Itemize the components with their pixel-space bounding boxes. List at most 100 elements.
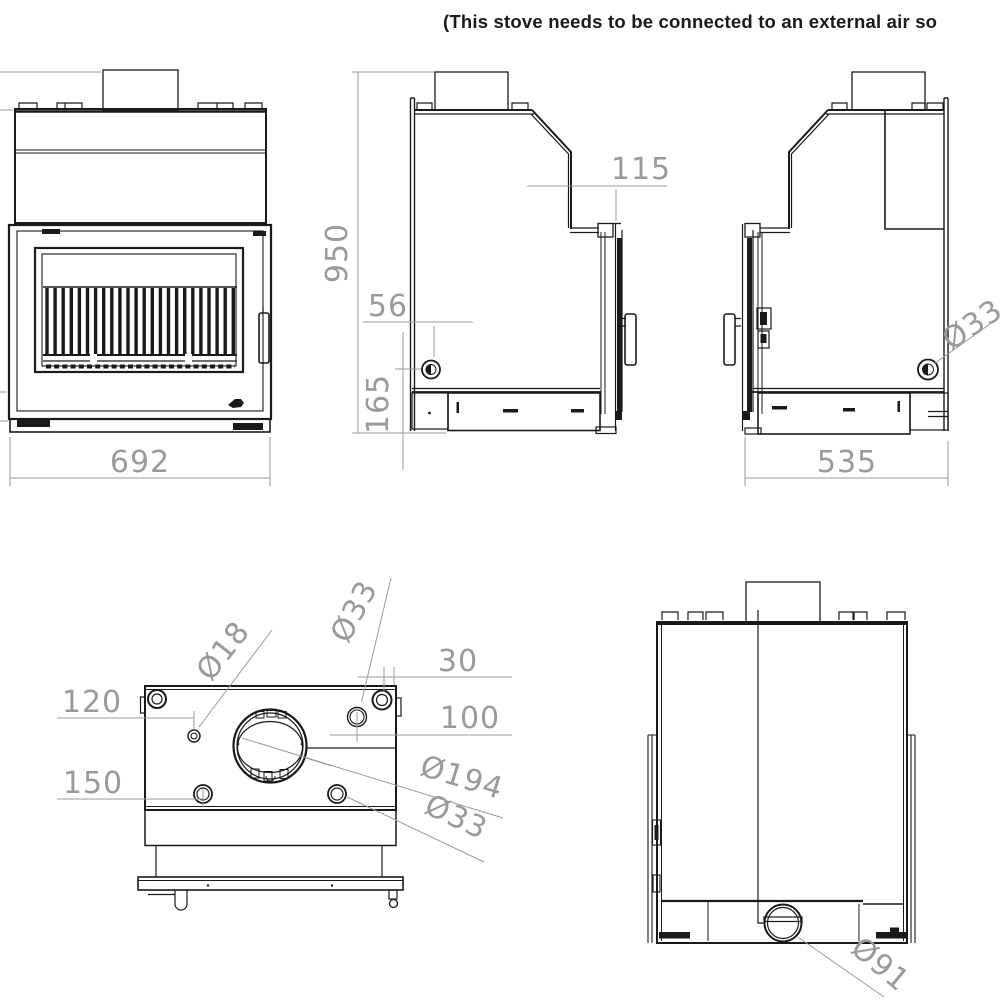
extension-ticks	[383, 667, 395, 692]
plinth-tick	[897, 401, 900, 412]
sloped-back-inner	[530, 113, 570, 228]
dimension-text-120: 120	[62, 685, 122, 720]
leader-line	[345, 796, 485, 863]
flue-collar	[745, 581, 821, 623]
leader-arrow	[307, 758, 333, 767]
body-outline	[14, 108, 267, 224]
port-outer-ring	[917, 358, 939, 381]
door-bottom-hinge	[615, 411, 622, 420]
top-tabs	[416, 102, 529, 110]
door-inner-lines	[600, 232, 606, 414]
base-plinth	[447, 392, 601, 432]
right-foot-pad	[876, 932, 907, 939]
door-handle	[258, 312, 270, 364]
door-edge-face	[747, 238, 752, 412]
inlet-damper-bar	[763, 916, 803, 923]
air-intake-port	[421, 359, 441, 380]
flue-collar	[102, 69, 179, 111]
drawing-title: (This stove needs to be connected to an …	[443, 11, 938, 32]
center-seam	[757, 610, 765, 924]
plinth-tick	[456, 402, 459, 413]
rail-pin-left	[206, 884, 210, 887]
grille-bars	[45, 288, 235, 354]
sloped-back	[531, 109, 572, 229]
rail-pin-right	[330, 884, 334, 887]
left-foot-pad	[17, 420, 50, 427]
callout-air-inlet: Ø91	[798, 930, 916, 999]
dimension-text-535: 535	[817, 445, 877, 480]
dimension-top-depth: 115	[527, 152, 670, 221]
right-foot	[388, 889, 399, 909]
handle-stem	[620, 317, 626, 327]
extension-lines	[352, 71, 446, 434]
ash-box	[411, 392, 449, 430]
top-plate-inner-edge	[145, 689, 396, 807]
base-plinth	[9, 418, 271, 433]
side-view-left: 950 115 56	[320, 71, 670, 470]
right-flange	[907, 734, 916, 943]
door-edge-face	[617, 238, 622, 412]
plan-view: 120 150 30 100	[57, 575, 512, 911]
front-view: 692	[0, 69, 273, 486]
leader-line	[934, 318, 998, 364]
front-hole-33-right	[327, 784, 347, 804]
right-side-tab	[395, 697, 402, 717]
body-band-lines	[15, 149, 266, 154]
leader-line	[198, 629, 273, 728]
flue-collar	[851, 71, 926, 111]
front-foot	[595, 426, 617, 435]
dimension-text-56: 56	[368, 289, 408, 324]
callout-text-dia91: Ø91	[844, 930, 916, 998]
inner-side-lines	[661, 624, 904, 941]
door-frame-inner	[16, 230, 264, 412]
latch-upper	[756, 307, 772, 330]
inlet-inner-ring	[766, 906, 800, 940]
dimension-intake-setback: 56	[363, 289, 473, 357]
base-plinth	[757, 392, 911, 435]
air-control-lever	[228, 399, 244, 408]
dimension-text-30: 30	[438, 644, 478, 679]
door-top-band	[155, 845, 383, 877]
dimension-height: 950	[320, 71, 446, 434]
back-panel	[943, 97, 949, 431]
plinth-slot-2	[571, 409, 584, 413]
small-hole-18	[187, 729, 201, 743]
back-panel	[409, 97, 416, 431]
door-window-outer	[33, 246, 245, 374]
left-foot	[148, 890, 188, 911]
right-foot-pad	[233, 423, 263, 430]
right-foot-bracket	[388, 889, 398, 900]
callout-text-dia33-rear: Ø33	[324, 575, 385, 649]
latch-lower-pin	[760, 334, 767, 343]
leader-line	[361, 577, 392, 703]
callout-hole-33-rear: Ø33	[324, 575, 392, 703]
inlet-outer-ring	[763, 903, 803, 943]
dimension-text-692: 692	[110, 445, 170, 480]
dimension-text-150: 150	[63, 766, 123, 801]
leader-line	[241, 737, 504, 819]
rear-base-notch	[928, 410, 948, 418]
dimension-offset-100: 100	[330, 701, 512, 742]
top-tabs	[18, 102, 263, 109]
flue-pin-left	[236, 742, 240, 746]
top-tabs	[831, 102, 944, 110]
left-edge-extension-stubs	[0, 71, 101, 422]
front-rail	[137, 876, 404, 891]
dimension-offset-150: 150	[57, 766, 204, 807]
sloped-front	[788, 109, 829, 229]
hinge-lower	[652, 874, 661, 893]
dimension-text-950: 950	[320, 223, 355, 283]
right-foot-ball	[388, 898, 399, 909]
dimension-offset-120: 120	[57, 685, 195, 730]
door-front-edge	[741, 224, 754, 431]
latch-lower	[757, 330, 770, 349]
callout-text-dia33: Ø33	[936, 292, 1000, 357]
callout-hole-33-front: Ø33	[345, 788, 493, 863]
inner-panel	[884, 110, 944, 230]
door-front-edge	[614, 224, 623, 431]
rear-view: Ø91	[647, 581, 916, 999]
lower-flange	[760, 227, 790, 234]
front-foot	[744, 427, 762, 435]
